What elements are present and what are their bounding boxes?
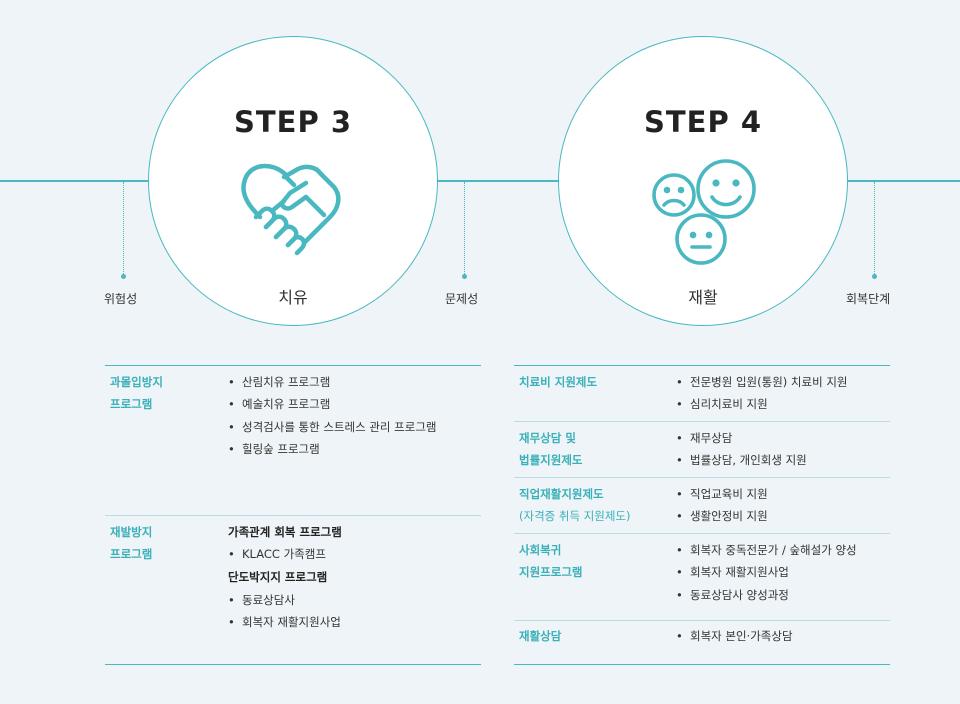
list-item: •KLACC 가족캠프: [228, 547, 326, 561]
left-heading-gambling: 단도박지지 프로그램: [228, 570, 328, 584]
list-item: •동료상담사: [228, 593, 295, 607]
list-item: •회복자 본인·가족상담: [676, 629, 793, 643]
step-3-title: STEP 3: [233, 105, 352, 139]
list-item: •힐링숲 프로그램: [228, 442, 320, 456]
list-item: •생활안정비 지원: [676, 509, 768, 523]
right-cat-3-sub: (자격증 취득 지원제도): [519, 509, 631, 523]
left-cat-2-line1: 재발방지: [110, 525, 153, 539]
list-item: •회복자 재활지원사업: [676, 565, 789, 579]
marker-line-1: [123, 182, 124, 274]
right-cat-5: 재활상담: [519, 629, 562, 643]
right-cat-2-line1: 재무상담 및: [519, 431, 576, 445]
right-cat-2-line2: 법률지원제도: [519, 453, 583, 467]
right-cat-3: 직업재활지원제도: [519, 487, 604, 501]
marker-problem: 문제성: [445, 292, 479, 306]
step-3-circle: STEP 3 치유: [148, 36, 438, 326]
step-4-title: STEP 4: [643, 105, 762, 139]
marker-line-3: [874, 182, 875, 274]
left-cat-2-line2: 프로그램: [110, 547, 153, 561]
right-cat-4-line2: 지원프로그램: [519, 565, 583, 579]
emotion-faces-icon: [652, 159, 756, 265]
right-rule-3: [514, 477, 890, 478]
step-4-circle: STEP 4 재활: [558, 36, 848, 326]
list-item: •동료상담사 양성과정: [676, 588, 789, 602]
right-cat-4-line1: 사회복귀: [519, 543, 562, 557]
marker-dot-3: [872, 274, 877, 279]
right-bottom-rule: [514, 664, 890, 665]
marker-recovery: 회복단계: [846, 292, 891, 306]
left-mid-rule: [105, 515, 481, 516]
left-cat-1-line2: 프로그램: [110, 397, 153, 411]
marker-risk: 위험성: [104, 292, 138, 306]
step-3-label: 치유: [278, 288, 308, 307]
right-top-rule: [514, 365, 890, 366]
list-item: •산림치유 프로그램: [228, 375, 331, 389]
list-item: •회복자 중독전문가 / 숲해설가 양성: [676, 543, 857, 557]
marker-dot-1: [121, 274, 126, 279]
list-item: •회복자 재활지원사업: [228, 615, 341, 629]
left-cat-1-line1: 과몰입방지: [110, 375, 163, 389]
list-item: •성격검사를 통한 스트레스 관리 프로그램: [228, 420, 437, 434]
marker-dot-2: [462, 274, 467, 279]
list-item: •예술치유 프로그램: [228, 397, 331, 411]
list-item: •전문병원 입원(통원) 치료비 지원: [676, 375, 848, 389]
right-rule-2: [514, 421, 890, 422]
left-top-rule: [105, 365, 481, 366]
left-bottom-rule: [105, 664, 481, 665]
list-item: •심리치료비 지원: [676, 397, 768, 411]
marker-line-2: [464, 182, 465, 274]
right-rule-4: [514, 533, 890, 534]
right-cat-1: 치료비 지원제도: [519, 375, 598, 389]
list-item: •직업교육비 지원: [676, 487, 768, 501]
left-heading-family: 가족관계 회복 프로그램: [228, 525, 342, 539]
handshake-heart-icon: [241, 163, 341, 256]
list-item: •법률상담, 개인회생 지원: [676, 453, 807, 467]
right-rule-5: [514, 620, 890, 621]
step-4-label: 재활: [688, 288, 718, 307]
timeline-line: [0, 180, 960, 182]
list-item: •재무상담: [676, 431, 733, 445]
